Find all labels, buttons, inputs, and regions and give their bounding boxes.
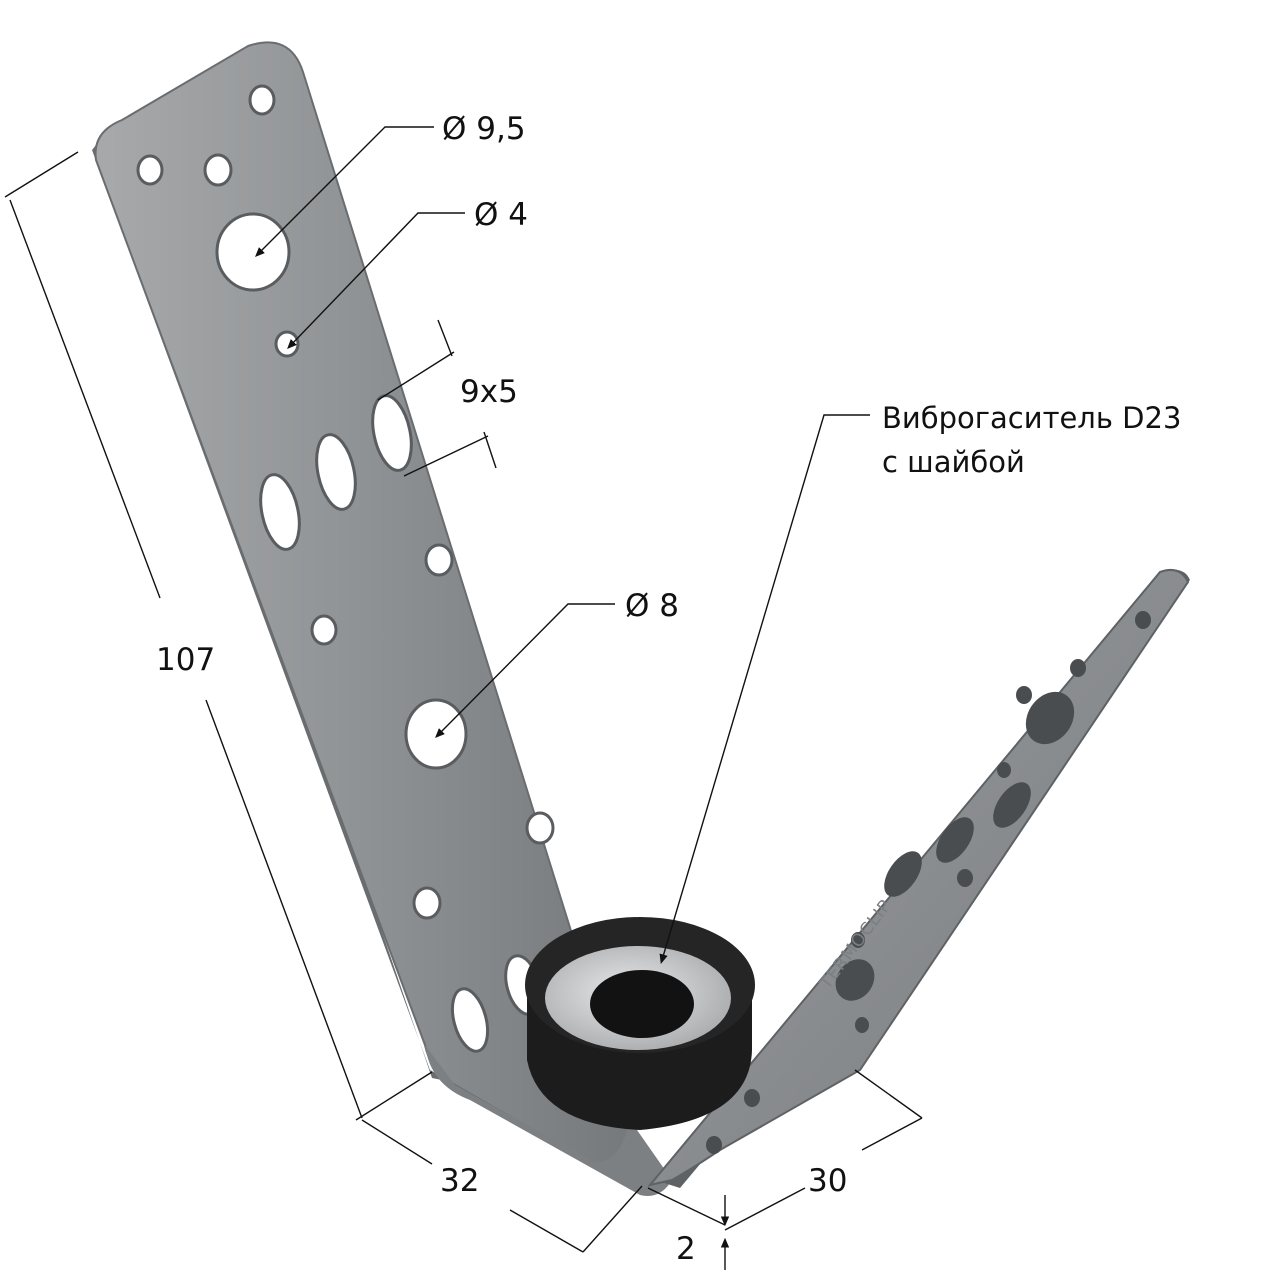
hole-small bbox=[525, 811, 555, 845]
hole-small bbox=[1135, 611, 1151, 629]
hole-small bbox=[1016, 686, 1032, 704]
callout-slot: 9x5 bbox=[460, 374, 518, 410]
hole-4 bbox=[997, 762, 1011, 778]
hole-8 bbox=[404, 698, 468, 770]
left-plate-holes bbox=[136, 84, 555, 1053]
right-plate-holes bbox=[706, 611, 1151, 1154]
leader-lines bbox=[255, 126, 870, 965]
dimension-thickness: 2 bbox=[676, 1231, 696, 1267]
hole-small bbox=[136, 154, 164, 186]
hole-small bbox=[412, 886, 442, 920]
slot bbox=[936, 817, 974, 863]
hole-9-5 bbox=[1025, 691, 1075, 745]
slot bbox=[993, 782, 1031, 828]
right-plate: TERMOCLIP bbox=[647, 569, 1190, 1188]
slot-9x5 bbox=[315, 433, 357, 511]
hole-9-5 bbox=[215, 212, 291, 292]
callout-damper-line1: Виброгаситель D23 bbox=[882, 401, 1181, 435]
slot bbox=[884, 851, 922, 897]
hole-small bbox=[310, 614, 338, 646]
hole-small bbox=[855, 1017, 869, 1033]
hole-small bbox=[851, 932, 865, 948]
slot-9x5 bbox=[259, 473, 301, 551]
hole-8 bbox=[835, 959, 875, 1001]
hole-small bbox=[706, 1136, 722, 1154]
labels: Ø 9,5 Ø 4 9x5 Ø 8 Виброгаситель D23 с ша… bbox=[156, 111, 1181, 1267]
hole-small bbox=[203, 153, 233, 187]
left-plate bbox=[92, 41, 672, 1196]
dimension-width-right: 30 bbox=[808, 1163, 847, 1199]
dimension-height: 107 bbox=[156, 642, 215, 678]
hole-4 bbox=[274, 330, 300, 358]
vibration-damper bbox=[525, 917, 755, 1130]
hole-small bbox=[424, 543, 454, 577]
callout-hole-4: Ø 4 bbox=[474, 197, 528, 233]
dimension-width-left: 32 bbox=[440, 1163, 479, 1199]
callout-hole-8: Ø 8 bbox=[625, 588, 679, 624]
slot-lower bbox=[450, 987, 490, 1053]
callout-damper-line2: с шайбой bbox=[882, 445, 1025, 479]
dimension-lines bbox=[4, 151, 923, 1270]
callout-hole-9-5: Ø 9,5 bbox=[442, 111, 526, 147]
hole-small bbox=[1070, 659, 1086, 677]
hole-small bbox=[248, 84, 276, 116]
hole-small bbox=[744, 1089, 760, 1107]
bend bbox=[425, 1045, 672, 1196]
hole-small bbox=[957, 869, 973, 887]
washer-hole bbox=[590, 970, 694, 1038]
